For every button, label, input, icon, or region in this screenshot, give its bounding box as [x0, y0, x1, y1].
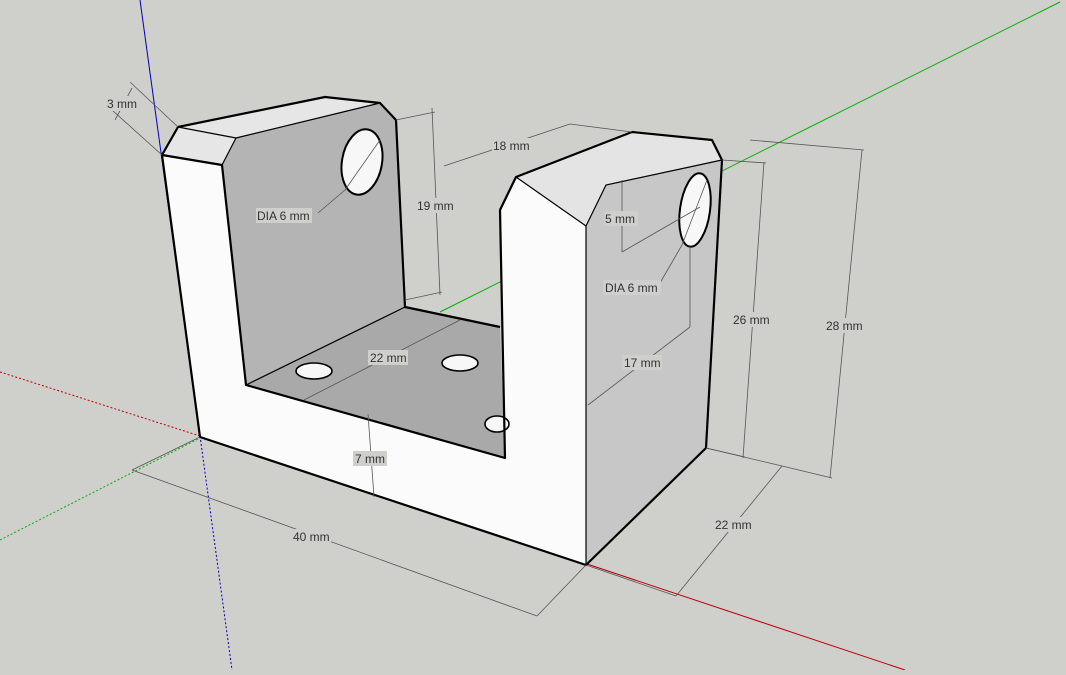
dim-right-chamfer[interactable]: 5 mm [605, 212, 635, 226]
dim-left-hole[interactable]: DIA 6 mm [257, 209, 310, 223]
floor-hole-1[interactable] [295, 362, 333, 380]
right-upright-top [516, 132, 722, 226]
left-upright-top [162, 97, 380, 165]
dim-inner-width[interactable]: 22 mm [370, 351, 407, 365]
dim-depth[interactable]: 22 mm [715, 518, 752, 532]
red-axis [559, 554, 906, 671]
dim-height-28[interactable]: 28 mm [826, 319, 863, 333]
blue-axis-negative [199, 435, 233, 671]
bracket-part[interactable] [160, 95, 724, 567]
right-upright-front-face [500, 177, 586, 565]
left-front-face [162, 155, 586, 565]
dim-left-height[interactable]: 19 mm [417, 199, 454, 213]
dimension-labels: 3 mm DIA 6 mm 19 mm 18 mm 5 mm DIA 6 mm … [106, 96, 864, 544]
dim-gap-width[interactable]: 18 mm [493, 139, 530, 153]
floor-hole-3[interactable] [484, 415, 510, 433]
floor-face [246, 307, 505, 458]
dim-height-26[interactable]: 26 mm [733, 313, 770, 327]
red-axis-negative [0, 371, 201, 437]
floor-hole-2[interactable] [441, 354, 479, 372]
dimension-lines [111, 81, 865, 617]
dim-total-length[interactable]: 40 mm [293, 530, 330, 544]
left-hole[interactable] [337, 126, 388, 198]
dim-top-chamfer[interactable]: 3 mm [107, 97, 137, 111]
dim-base-thickness[interactable]: 7 mm [355, 452, 385, 466]
dim-right-hole[interactable]: DIA 6 mm [605, 281, 658, 295]
green-axis-negative [0, 437, 201, 541]
dim-right-hole-offset[interactable]: 17 mm [624, 356, 661, 370]
